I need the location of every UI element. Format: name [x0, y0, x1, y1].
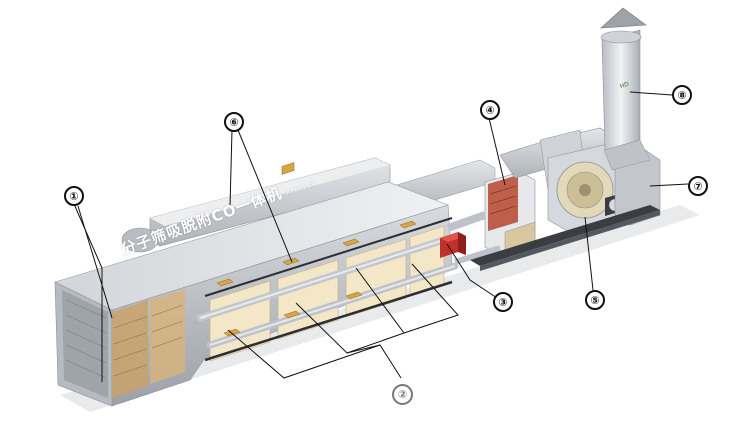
callout-1: ① [64, 186, 84, 206]
skid-base [470, 205, 660, 266]
ground-shadow [60, 205, 700, 412]
frame-rail-bottom [204, 280, 453, 362]
callout-8: ⑧ [672, 85, 692, 105]
callout-2: ② [392, 384, 413, 405]
red-heater [440, 232, 466, 258]
transfer-pipe [446, 211, 487, 232]
front-pipes [196, 234, 459, 349]
callout-6: ⑥ [224, 112, 244, 132]
leader-lines [73, 91, 689, 382]
callout-4: ④ [480, 100, 500, 120]
end-grille [65, 299, 107, 379]
filter-cassettes [112, 289, 185, 398]
catalytic-combustor [484, 171, 536, 256]
callout-7: ⑦ [688, 176, 708, 196]
callout-3: ③ [493, 292, 513, 312]
chimney [600, 7, 651, 171]
valve-boxes [216, 162, 417, 337]
callout-5: ⑤ [585, 290, 605, 310]
frame-rail-top [204, 217, 453, 297]
chimney-cap [600, 7, 647, 29]
